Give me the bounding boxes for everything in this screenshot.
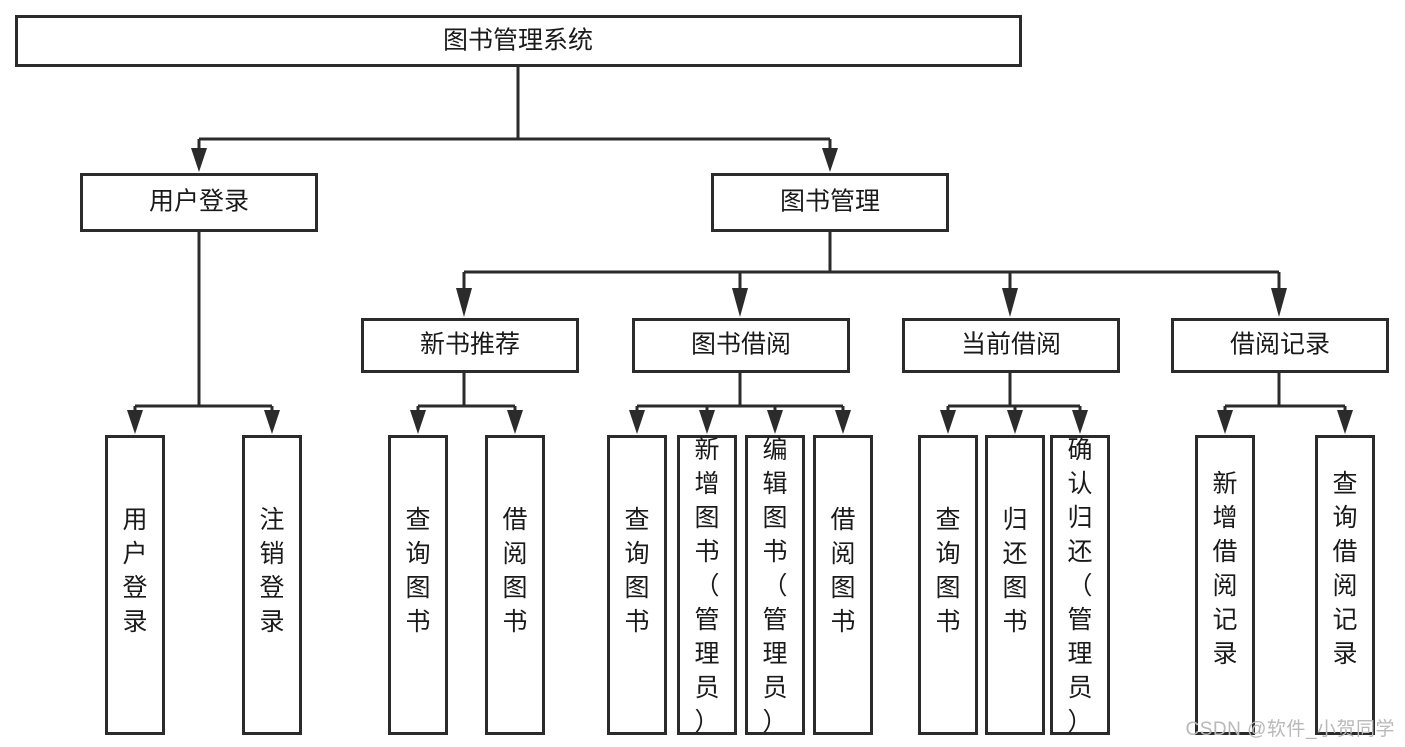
arrow-head-icon [507, 410, 523, 434]
leaf-box[interactable] [918, 435, 978, 735]
leaf-label: 查询图书 [624, 506, 649, 636]
leaf-box[interactable] [242, 435, 302, 735]
arrow-head-icon [699, 410, 715, 434]
leaf-node[interactable]: 注销登录 [242, 435, 302, 735]
node-book-manage-box[interactable] [711, 173, 949, 232]
node-book-manage[interactable]: 图书管理 [711, 173, 949, 232]
leaf-box[interactable] [1050, 435, 1110, 735]
arrow-head-icon [456, 288, 472, 317]
csdn-watermark: CSDN @软件_小贺同学 [1185, 719, 1395, 740]
arrow-head-icon [767, 410, 783, 434]
node-user-login-label: 用户登录 [149, 188, 249, 216]
arrow-head-icon [1271, 288, 1287, 317]
leaf-node[interactable]: 归还图书 [985, 435, 1045, 735]
leaf-label: 借阅图书 [830, 506, 855, 636]
node-new-book-recommend-box[interactable] [361, 318, 579, 373]
leaf-label: 查询借阅记录 [1332, 470, 1357, 668]
leaf-box[interactable] [1315, 435, 1375, 735]
connector-group-book-manage [456, 232, 1287, 317]
arrow-head-icon [191, 148, 207, 172]
arrow-head-icon [940, 410, 956, 434]
node-book-borrow-label: 图书借阅 [691, 331, 791, 359]
arrow-head-icon [822, 148, 838, 172]
node-borrow-record-box[interactable] [1171, 318, 1389, 373]
leaf-node[interactable]: 查询图书 [388, 435, 448, 735]
leaf-label: 注销登录 [259, 506, 284, 636]
connector-group-borrow [629, 373, 851, 434]
node-new-book-recommend[interactable]: 新书推荐 [361, 318, 579, 373]
node-root-system[interactable]: 图书管理系统 [15, 15, 1022, 67]
leaf-box[interactable] [677, 435, 737, 735]
node-new-book-recommend-label: 新书推荐 [420, 331, 520, 359]
arrow-head-icon [1337, 410, 1353, 434]
leaf-box[interactable] [745, 435, 805, 735]
arrow-head-icon [1007, 410, 1023, 434]
arrow-head-icon [264, 410, 280, 434]
connector-group-current [940, 373, 1088, 434]
leaf-label: 编辑图书（管理员） [762, 436, 787, 736]
connector-group-user-login [127, 232, 280, 434]
arrow-head-icon [1217, 410, 1233, 434]
leaf-node[interactable]: 新增图书（管理员） [677, 435, 737, 736]
leaf-node[interactable]: 查询借阅记录 [1315, 435, 1375, 735]
leaf-label: 查询图书 [405, 506, 430, 636]
arrow-head-icon [1002, 288, 1018, 317]
node-root-box[interactable] [15, 15, 1022, 67]
arrow-head-icon [410, 410, 426, 434]
connector-group-newbook [410, 373, 523, 434]
connector-group-root [191, 67, 838, 172]
leaf-label: 归还图书 [1002, 506, 1027, 636]
leaf-node[interactable]: 借阅图书 [813, 435, 873, 735]
node-current-borrow[interactable]: 当前借阅 [902, 318, 1120, 373]
leaf-node[interactable]: 编辑图书（管理员） [745, 435, 805, 736]
leaf-label: 查询图书 [935, 506, 960, 636]
leaf-box[interactable] [1195, 435, 1255, 735]
leaf-label: 新增借阅记录 [1212, 470, 1237, 668]
leaf-box[interactable] [105, 435, 165, 735]
leaf-label: 借阅图书 [502, 506, 527, 636]
node-borrow-record[interactable]: 借阅记录 [1171, 318, 1389, 373]
node-book-borrow-box[interactable] [632, 318, 850, 373]
node-current-borrow-label: 当前借阅 [961, 331, 1061, 359]
node-borrow-record-label: 借阅记录 [1230, 331, 1330, 359]
leaf-label: 确认归还（管理员） [1067, 436, 1092, 736]
arrow-head-icon [1072, 410, 1088, 434]
arrow-head-icon [127, 410, 143, 434]
leaf-box[interactable] [607, 435, 667, 735]
node-user-login-box[interactable] [80, 173, 318, 232]
node-user-login[interactable]: 用户登录 [80, 173, 318, 232]
leaf-node[interactable]: 查询图书 [607, 435, 667, 735]
leaf-box[interactable] [388, 435, 448, 735]
leaf-label: 新增图书（管理员） [694, 436, 719, 736]
arrow-head-icon [629, 410, 645, 434]
arrow-head-icon [835, 410, 851, 434]
node-book-manage-label: 图书管理 [780, 188, 880, 216]
node-current-borrow-box[interactable] [902, 318, 1120, 373]
node-book-borrow[interactable]: 图书借阅 [632, 318, 850, 373]
connector-group-record [1217, 373, 1353, 434]
leaf-node[interactable]: 确认归还（管理员） [1050, 435, 1110, 736]
leaf-node[interactable]: 新增借阅记录 [1195, 435, 1255, 735]
leaf-box[interactable] [485, 435, 545, 735]
leaf-label: 用户登录 [122, 506, 147, 636]
leaf-node[interactable]: 借阅图书 [485, 435, 545, 735]
leaf-box[interactable] [813, 435, 873, 735]
leaf-node[interactable]: 查询图书 [918, 435, 978, 735]
arrow-head-icon [732, 288, 748, 317]
node-root-label: 图书管理系统 [443, 27, 593, 55]
leaf-node[interactable]: 用户登录 [105, 435, 165, 735]
leaf-box[interactable] [985, 435, 1045, 735]
